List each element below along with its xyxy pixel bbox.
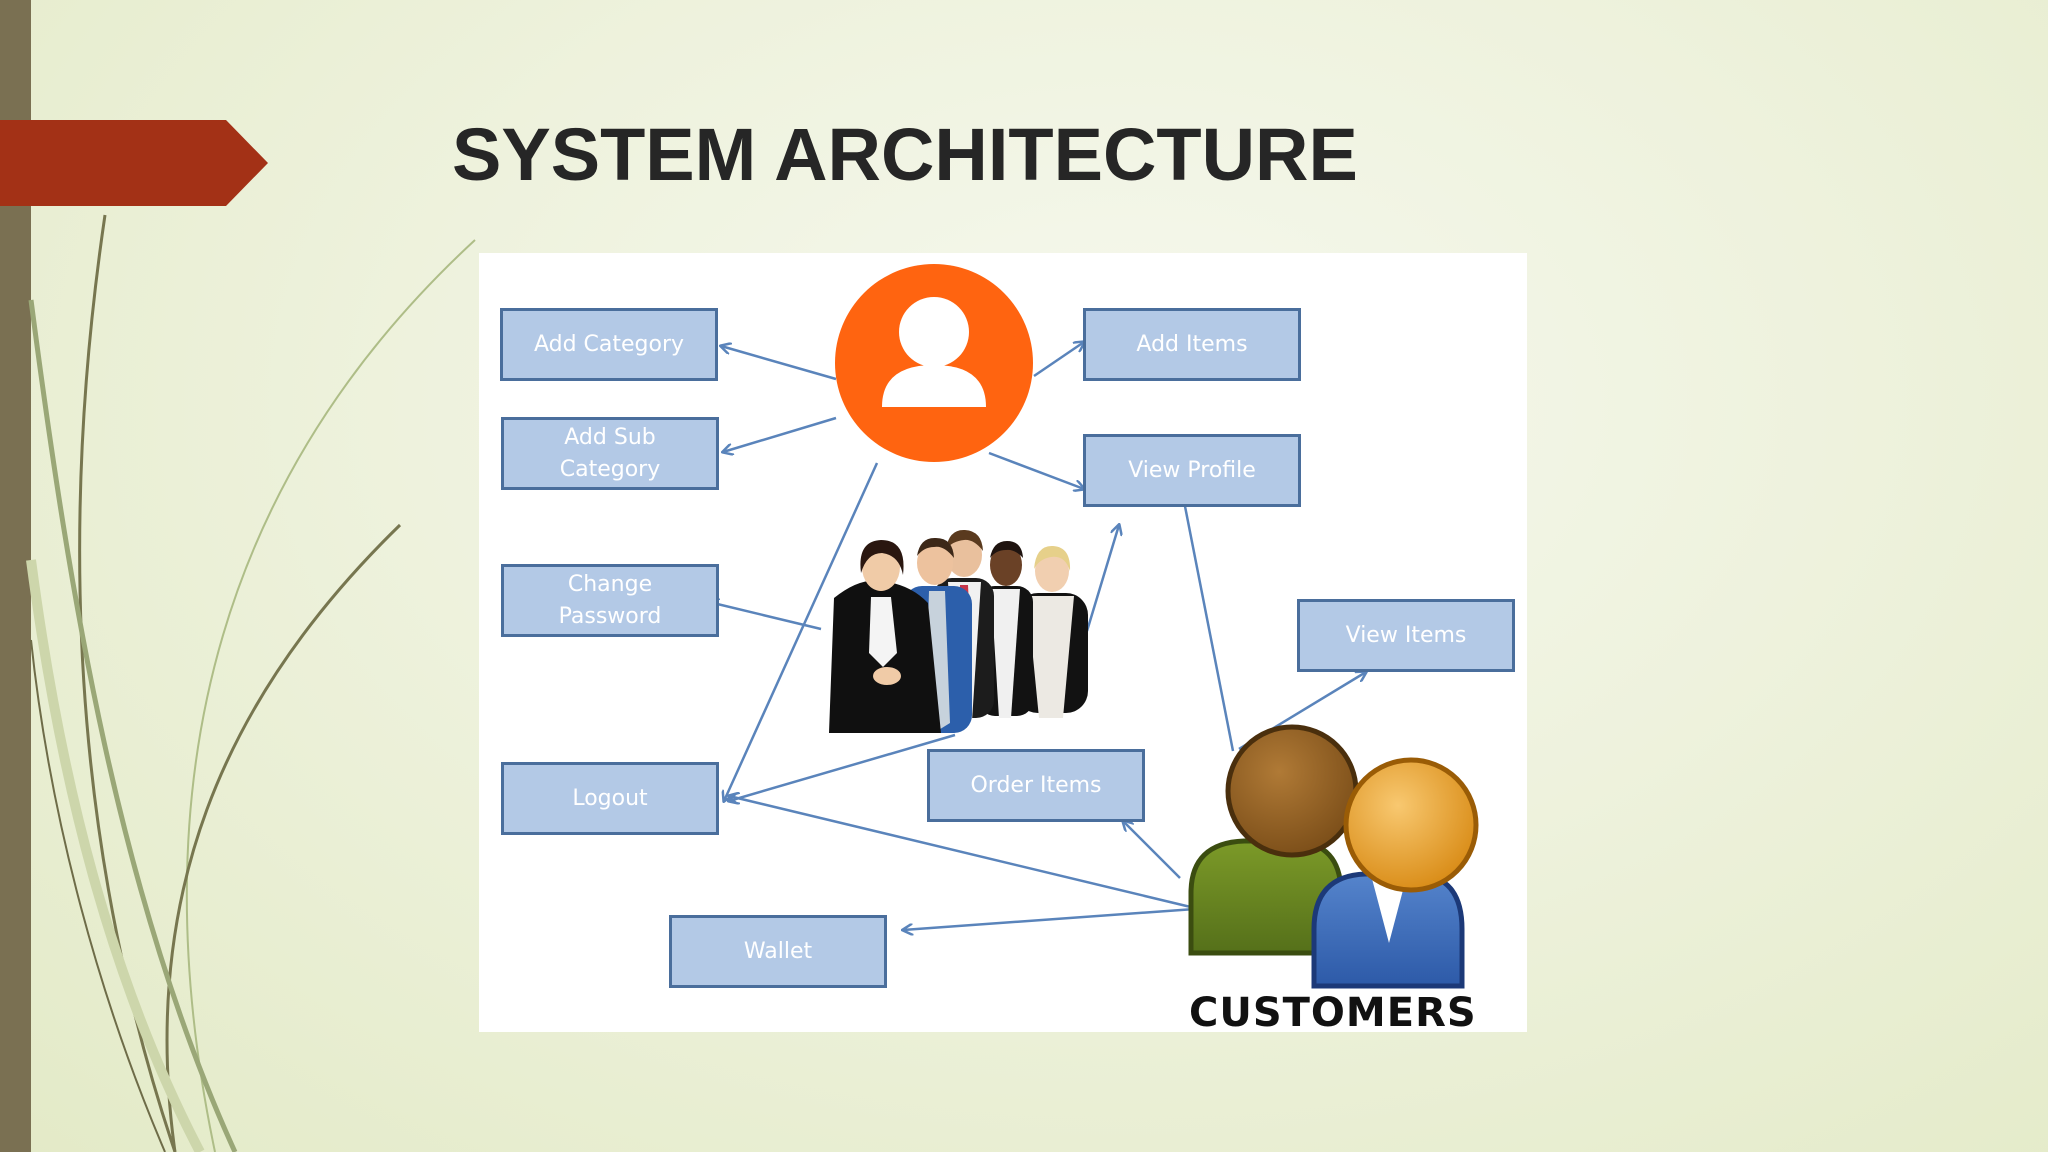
arrow-team-to-change-password	[709, 602, 822, 631]
person-1	[829, 540, 941, 733]
arrow-admin-to-add-sub-category	[723, 416, 837, 452]
admin-user-icon	[835, 264, 1033, 462]
architecture-diagram: Add Category Add Sub Category Change Pas…	[479, 253, 1527, 1036]
arrow-team-to-logout	[729, 733, 956, 801]
logout-box: Logout	[501, 762, 719, 835]
arrow-customers-to-view-profile	[1182, 491, 1235, 752]
arrow-team-to-view-profile	[1085, 525, 1119, 632]
add-items-box: Add Items	[1083, 308, 1301, 381]
customers-icon	[1188, 724, 1479, 989]
person-5	[1016, 545, 1088, 718]
order-items-box: Order Items	[927, 749, 1145, 822]
view-profile-box: View Profile	[1083, 434, 1301, 507]
arrow-customers-to-logout	[729, 796, 1200, 911]
slide-title: SYSTEM ARCHITECTURE	[452, 113, 1358, 196]
title-accent-arrow	[0, 120, 268, 206]
arrow-customers-to-order-items	[1123, 821, 1181, 879]
view-items-box: View Items	[1297, 599, 1515, 672]
decorative-swooshes	[26, 214, 476, 1152]
team-photo	[829, 529, 1088, 733]
arrow-admin-to-add-category	[721, 346, 837, 381]
add-sub-category-box: Add Sub Category	[501, 417, 719, 490]
arrow-customers-to-wallet	[903, 907, 1196, 930]
customers-label: CUSTOMERS	[1189, 990, 1477, 1036]
arrow-admin-to-logout	[724, 462, 879, 801]
arrow-admin-to-add-items	[1033, 342, 1084, 378]
change-password-box: Change Password	[501, 564, 719, 637]
arrow-admin-to-view-profile	[988, 451, 1084, 489]
add-category-box: Add Category	[500, 308, 718, 381]
wallet-box: Wallet	[669, 915, 887, 988]
